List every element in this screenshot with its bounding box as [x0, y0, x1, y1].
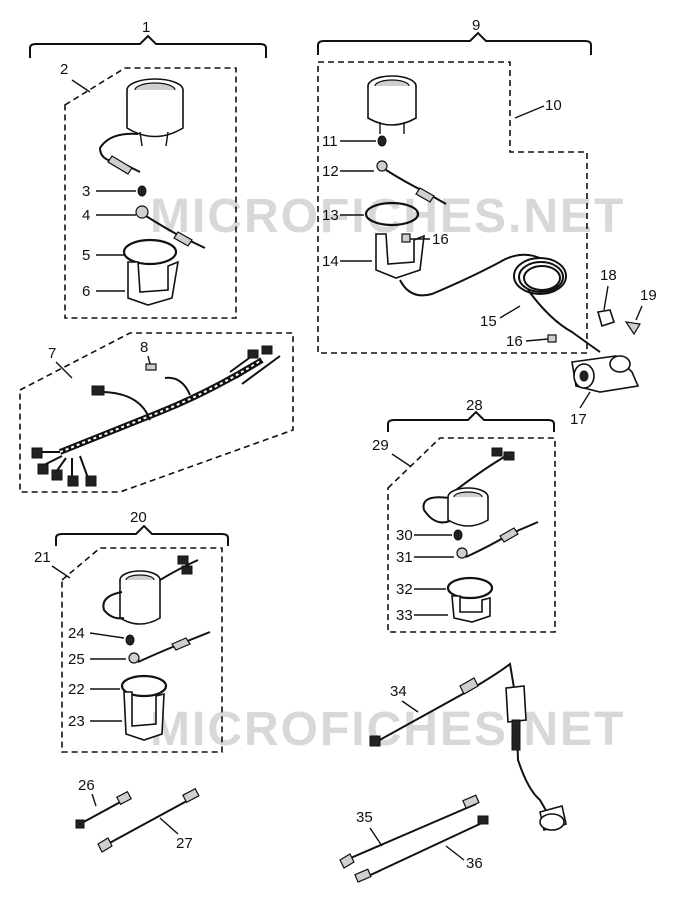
callout-33: 33 — [396, 607, 413, 624]
part-3-bulb — [137, 185, 147, 197]
group-10-box — [317, 61, 588, 354]
gauge-1-wire — [98, 132, 141, 175]
callout-21: 21 — [34, 549, 51, 566]
callout-20: 20 — [130, 509, 147, 526]
part-5-ring — [122, 238, 178, 266]
callout-15: 15 — [480, 313, 497, 330]
part-17-pickup — [571, 355, 640, 393]
part-4-socket-wire — [135, 205, 206, 249]
watermark-top: MICROFICHES.NET — [150, 190, 625, 243]
callout-14: 14 — [322, 253, 339, 270]
callout-13: 13 — [322, 207, 339, 224]
part-34-harness — [369, 662, 567, 831]
group-7-box — [19, 332, 294, 493]
callout-12: 12 — [322, 163, 339, 180]
group-9-bracket — [317, 31, 592, 55]
part-23-bracket — [123, 691, 165, 741]
part-25-socket-wire — [128, 631, 211, 664]
callout-29: 29 — [372, 437, 389, 454]
callout-25: 25 — [68, 651, 85, 668]
callout-3: 3 — [82, 183, 90, 200]
part-27-lead — [97, 787, 200, 853]
meter-gauge-20 — [102, 555, 199, 625]
callout-18: 18 — [600, 267, 617, 284]
callout-1: 1 — [142, 19, 150, 36]
watermark-bottom: MICROFICHES.NET — [150, 703, 625, 756]
callout-10: 10 — [545, 97, 562, 114]
callout-9: 9 — [472, 17, 480, 34]
part-18-clip — [596, 309, 616, 328]
callout-5: 5 — [82, 247, 90, 264]
part-35-lead — [339, 794, 480, 869]
wire-harness — [31, 345, 281, 487]
part-31-socket-wire — [456, 521, 539, 559]
part-11-bulb — [377, 135, 387, 147]
callout-16-top: 16 — [432, 231, 449, 248]
part-15-cable — [399, 253, 601, 353]
callout-31: 31 — [396, 549, 413, 566]
callout-4: 4 — [82, 207, 90, 224]
callout-8: 8 — [140, 339, 148, 356]
part-36-lead — [354, 815, 489, 883]
callout-2: 2 — [60, 61, 68, 78]
callout-26: 26 — [78, 777, 95, 794]
meter-gauge-9 — [367, 75, 417, 134]
group-20-bracket — [55, 524, 229, 546]
callout-17: 17 — [570, 411, 587, 428]
callout-16-bottom: 16 — [506, 333, 523, 350]
callout-19: 19 — [640, 287, 657, 304]
callout-34: 34 — [390, 683, 407, 700]
group-29-box — [387, 437, 556, 633]
part-24-bulb — [125, 634, 135, 646]
part-32-ring — [446, 576, 494, 600]
part-22-ring — [120, 674, 168, 698]
callout-28: 28 — [466, 397, 483, 414]
part-26-lead — [75, 790, 132, 829]
group-21-box — [61, 547, 223, 753]
part-6-bracket — [127, 260, 180, 306]
part-12-socket-wire — [376, 160, 447, 205]
callout-27: 27 — [176, 835, 193, 852]
meter-gauge-1 — [126, 78, 184, 147]
part-19-screw — [624, 321, 641, 336]
callout-11: 11 — [322, 133, 338, 150]
callout-7: 7 — [48, 345, 56, 362]
callout-22: 22 — [68, 681, 85, 698]
callout-23: 23 — [68, 713, 85, 730]
callout-24: 24 — [68, 625, 85, 642]
meter-gauge-28 — [422, 447, 515, 527]
callout-30: 30 — [396, 527, 413, 544]
group-28-bracket — [387, 410, 555, 432]
callout-32: 32 — [396, 581, 413, 598]
part-33-bracket — [451, 595, 491, 623]
group-1-bracket — [29, 34, 267, 58]
part-14-bracket — [375, 233, 425, 279]
part-13-ring — [364, 201, 420, 227]
part-8-fuse — [145, 363, 157, 371]
callout-35: 35 — [356, 809, 373, 826]
part-30-bulb — [453, 529, 463, 541]
callout-36: 36 — [466, 855, 483, 872]
callout-6: 6 — [82, 283, 90, 300]
